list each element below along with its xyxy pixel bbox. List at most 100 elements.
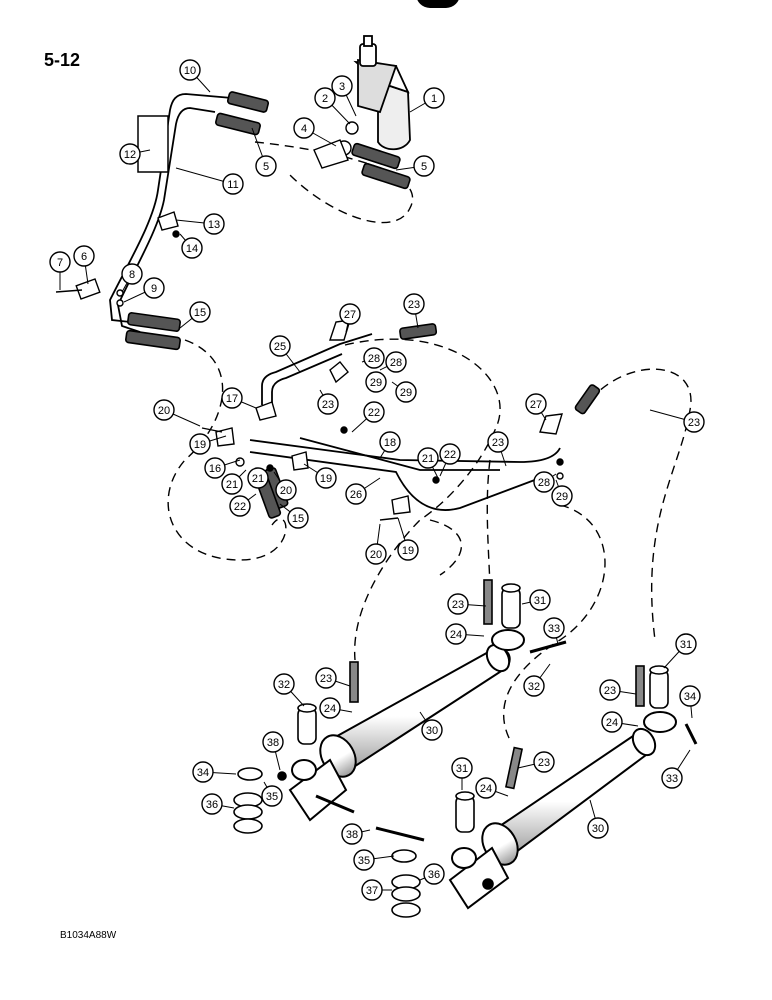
callout-label: 32 [278,679,290,691]
callout-circle [73,245,95,267]
callout-label: 23 [452,599,464,611]
callout-label: 21 [422,453,434,465]
callout-34: 34 [192,761,237,783]
callout-circle [363,347,385,369]
callout-circle [222,173,244,195]
callout-label: 23 [322,399,334,411]
callout-label: 37 [366,885,378,897]
callout-29: 29 [391,381,417,403]
callout-label: 15 [194,307,206,319]
callout-35: 35 [353,849,395,871]
callout-circle [601,711,623,733]
callout-circle [331,75,353,97]
callout-circle [273,673,295,695]
callout-label: 31 [680,639,692,651]
callout-label: 16 [209,463,221,475]
figure-code: B1034A88W [60,930,117,941]
callout-label: 32 [528,681,540,693]
callout-circle [153,399,175,421]
callout-20: 20 [153,399,201,427]
callout-circle [315,667,337,689]
callout-label: 22 [234,501,246,513]
callout-label: 28 [538,477,550,489]
callout-circle [181,237,203,259]
callout-9: 9 [123,277,165,303]
callout-circle [683,411,705,433]
callout-24: 24 [319,697,353,719]
cylinder-tubes [249,333,561,511]
callout-label: 30 [592,823,604,835]
callout-circle [189,433,211,455]
callout-label: 19 [402,545,414,557]
callout-label: 2 [322,93,328,105]
callout-label: 15 [292,513,304,525]
callout-circle [423,87,445,109]
callout-circle [379,431,401,453]
callout-38: 38 [341,823,371,845]
callout-circle [121,263,143,285]
callout-30: 30 [587,799,609,839]
callout-circle [247,467,269,489]
callout-16: 16 [204,457,241,479]
callout-label: 3 [339,81,345,93]
callout-circle [353,849,375,871]
callout-circle [599,679,621,701]
callout-15: 15 [179,301,211,329]
callout-4: 4 [293,117,337,147]
callout-29: 29 [365,371,387,393]
callout-21: 21 [417,447,439,479]
callout-23: 23 [649,409,705,433]
callout-circle [679,685,701,707]
callout-label: 25 [274,341,286,353]
callout-circle [192,761,214,783]
callout-circle [365,371,387,393]
callout-label: 10 [184,65,196,77]
callout-32: 32 [523,663,551,697]
callout-label: 28 [368,353,380,365]
callout-label: 23 [492,437,504,449]
callout-label: 23 [320,673,332,685]
callout-21: 21 [221,469,247,495]
callout-label: 5 [263,161,269,173]
callout-label: 9 [151,283,157,295]
callout-label: 31 [534,595,546,607]
hardware [55,121,564,521]
callout-23: 23 [315,667,351,689]
callout-label: 36 [206,799,218,811]
callout-23: 23 [447,593,487,615]
callout-28: 28 [379,351,407,373]
steering-tubes [109,93,233,333]
callout-label: 24 [324,703,336,715]
callout-label: 24 [606,717,618,729]
callout-circle [363,401,385,423]
callout-23: 23 [517,751,555,773]
callout-36: 36 [419,863,445,885]
callout-label: 29 [370,377,382,389]
callout-circle [255,155,277,177]
callout-circle [587,817,609,839]
callout-circle [189,301,211,323]
callout-10: 10 [179,59,211,93]
callout-38: 38 [262,731,284,771]
callout-label: 14 [186,243,198,255]
callout-circle [421,719,443,741]
callout-circle [403,293,425,315]
callout-14: 14 [179,233,203,259]
steering-control-valve [353,35,411,151]
callout-31: 31 [663,633,697,669]
callout-label: 20 [158,405,170,417]
callout-1: 1 [409,87,445,113]
callout-2: 2 [314,87,351,125]
callout-label: 35 [358,855,370,867]
callout-34: 34 [679,685,701,719]
callout-circle [345,483,367,505]
callout-label: 33 [666,773,678,785]
callout-23: 23 [317,389,339,415]
callout-24: 24 [601,711,639,733]
callout-23: 23 [487,431,509,467]
callout-circle [523,675,545,697]
callout-label: 11 [227,179,238,191]
callout-15: 15 [279,503,309,529]
